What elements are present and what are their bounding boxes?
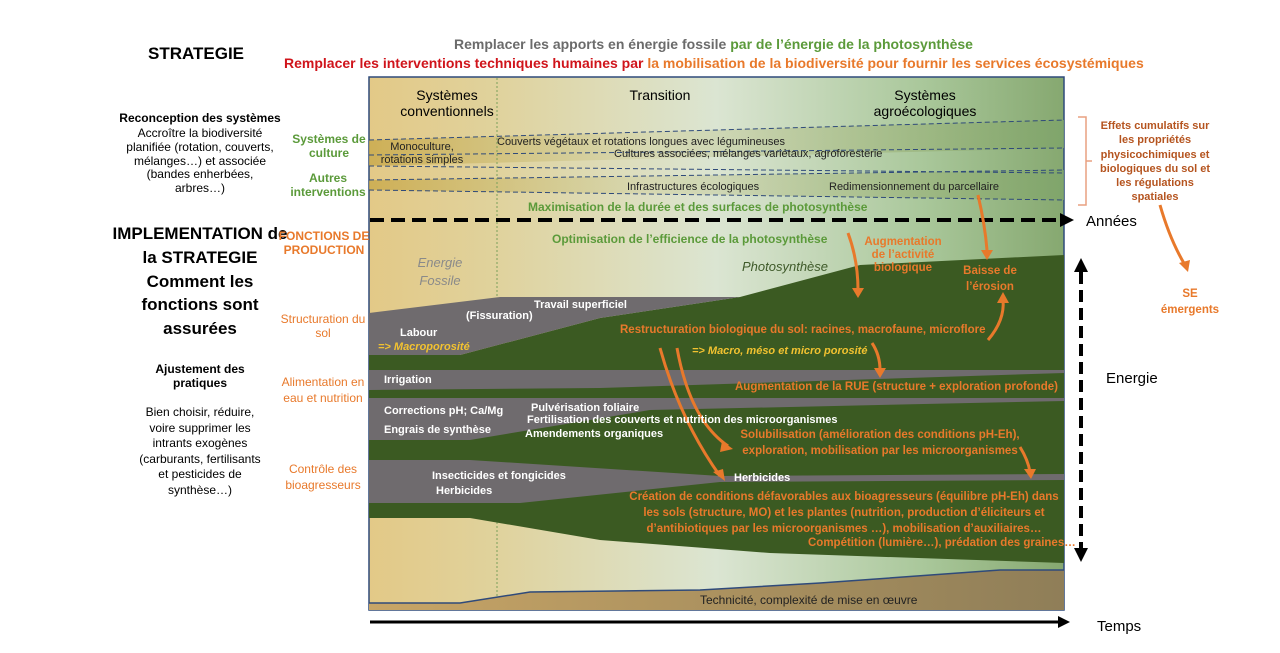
brace [1078, 116, 1092, 206]
text-effets-cumulatifs: Effets cumulatifs sur les propriétés phy… [1100, 120, 1210, 204]
interventions-band [369, 170, 1064, 200]
label-alimentation: Alimentation en eau et nutrition [281, 375, 365, 405]
column-conventionnels: Systèmes conventionnels [400, 87, 494, 120]
label-systemes-culture: Systèmes de culture [292, 132, 366, 160]
text-se-emergents: SE émergents [1160, 288, 1220, 316]
soil-tillage-band [369, 297, 740, 355]
text-baisse-erosion: Baisse de l’érosion [963, 265, 1017, 293]
text-pulverisation: Pulvérisation foliaire [531, 402, 640, 414]
label-energie: Energie [1106, 370, 1158, 387]
text-travail-superficiel: Travail superficiel [534, 299, 627, 311]
text-optimisation: Optimisation de l’efficience de la photo… [552, 232, 828, 246]
text-redimensionnement: Redimensionnement du parcellaire [829, 181, 999, 193]
reconception-title: Reconception des systèmes [119, 111, 281, 125]
column-agroecologiques: Systèmes agroécologiques [873, 87, 977, 120]
irrigation-band [369, 370, 1064, 390]
text-competition: Compétition (lumière…), prédation des gr… [808, 537, 1076, 549]
label-autres-interventions: Autres interventions [290, 171, 366, 199]
strategie-title: STRATEGIE [148, 44, 245, 63]
text-irrigation: Irrigation [384, 374, 432, 386]
column-transition: Transition [629, 87, 691, 103]
text-solubilisation: Solubilisation (amélioration des conditi… [740, 429, 1020, 458]
text-creation: Création de conditions défavorables aux … [629, 491, 1059, 536]
label-controle: Contrôle des bioagresseurs [285, 462, 361, 492]
text-fissuration: (Fissuration) [466, 310, 533, 322]
text-engrais: Engrais de synthèse [384, 424, 491, 436]
text-augmentation-activite: Augmentation de l’activité biologique [864, 236, 942, 275]
label-temps: Temps [1097, 618, 1142, 635]
text-labour: Labour [400, 327, 438, 339]
text-cultures-associees: Cultures associées, mélanges variétaux, … [614, 148, 883, 160]
text-couverts: Couverts végétaux et rotations longues a… [497, 136, 786, 148]
text-macroporosite: => Macroporosité [378, 341, 470, 353]
text-energie-fossile: Energie Fossile [417, 255, 463, 288]
strategy-line-2: Remplacer les interventions techniques h… [284, 55, 1144, 71]
nutrition-band [369, 398, 1064, 440]
strategy-line-1: Remplacer les apports en énergie fossile… [454, 36, 973, 52]
label-structuration-sol: Structuration du sol [280, 312, 366, 340]
text-restructuration: Restructuration biologique du sol: racin… [620, 324, 986, 336]
pesticide-band [369, 460, 1064, 503]
text-photosynthese: Photosynthèse [742, 259, 829, 274]
text-rue: Augmentation de la RUE (structure + expl… [735, 381, 1058, 393]
ajustement-title: Ajustement des pratiques [155, 362, 245, 390]
label-fonctions-production: FONCTIONS DE PRODUCTION [278, 229, 370, 257]
text-infrastructures: Infrastructures écologiques [627, 181, 760, 193]
text-technicite: Technicité, complexité de mise en œuvre [700, 593, 918, 607]
text-maximisation: Maximisation de la durée et des surfaces… [528, 200, 868, 214]
reconception-body: Accroître la biodiversité planifiée (rot… [126, 126, 274, 196]
text-monoculture: Monoculture, rotations simples [380, 141, 464, 166]
technicity-area [369, 570, 1064, 610]
text-corrections: Corrections pH; Ca/Mg [384, 405, 504, 417]
ajustement-body: Bien choisir, réduire, voire supprimer l… [139, 405, 261, 497]
text-herbicides-right: Herbicides [734, 472, 791, 484]
implementation-title: IMPLEMENTATION de la STRATEGIE Comment l… [112, 224, 288, 339]
text-fertilisation: Fertilisation des couverts et nutrition … [527, 414, 838, 426]
text-porosite: => Macro, méso et micro porosité [692, 345, 868, 357]
text-herbicides-left: Herbicides [436, 485, 493, 497]
label-annees: Années [1086, 213, 1137, 230]
text-insecticides: Insecticides et fongicides [432, 470, 566, 482]
culture-band [369, 120, 1064, 166]
text-amendements: Amendements organiques [525, 428, 664, 440]
